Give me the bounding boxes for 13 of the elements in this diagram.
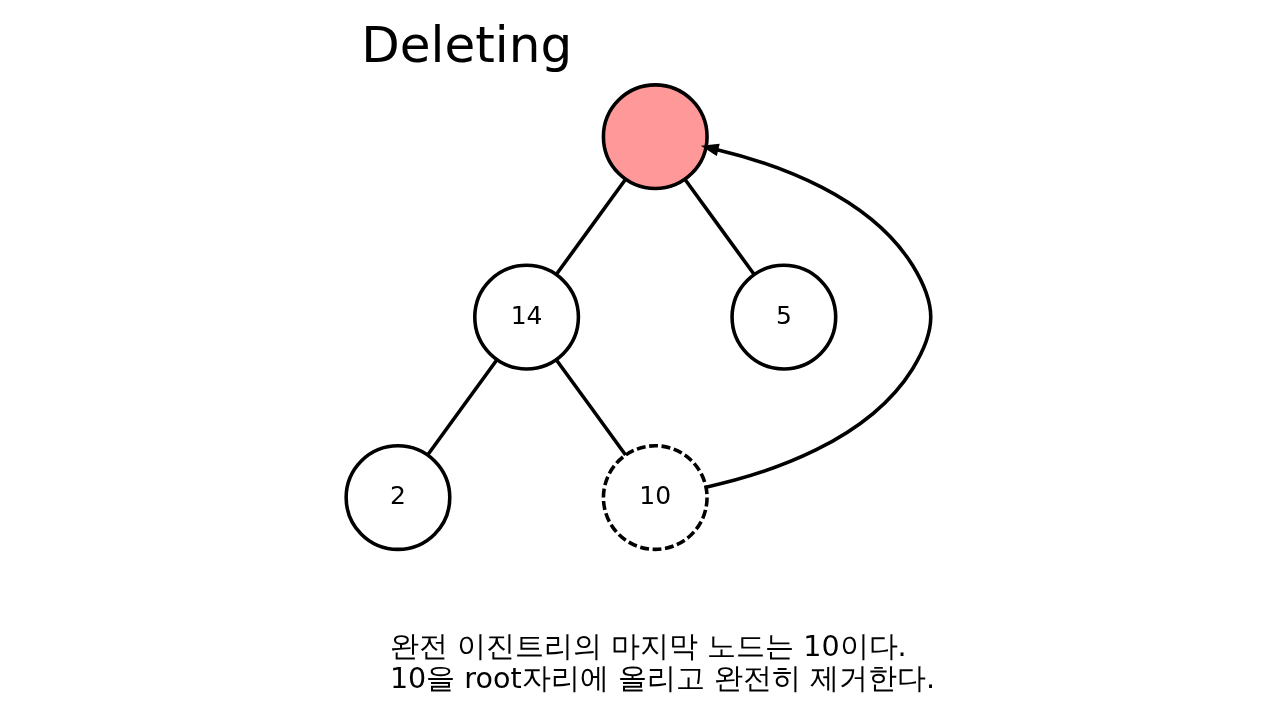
diagram-title: Deleting	[360, 16, 572, 75]
arrow	[700, 143, 932, 489]
connector	[554, 358, 627, 457]
node-circle: 5	[729, 263, 837, 371]
node-circle	[601, 83, 709, 191]
connector	[425, 358, 498, 457]
label: 완전 이진트리의 마지막 노드는 10이다.	[389, 629, 907, 664]
label: 10을 root자리에 올리고 완전히 제거한다.	[389, 661, 935, 696]
node-circle: 14	[472, 263, 580, 371]
node-circle: 10	[601, 443, 709, 552]
connector	[683, 178, 756, 276]
connector	[554, 178, 627, 276]
node-circle: 2	[343, 443, 452, 552]
